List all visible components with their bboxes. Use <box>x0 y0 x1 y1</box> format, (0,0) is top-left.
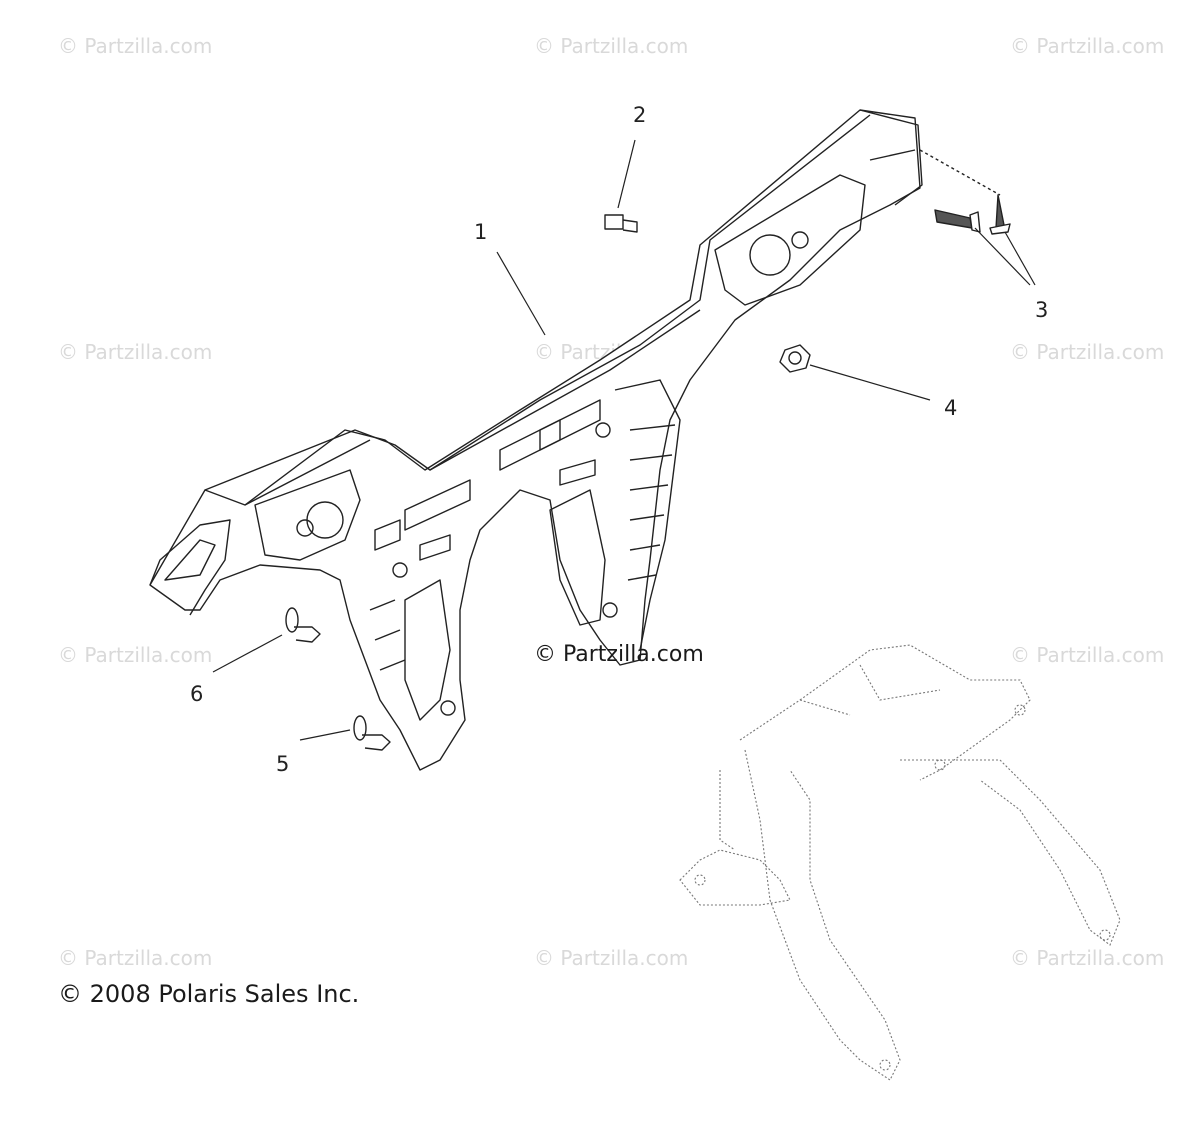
watermark: © Partzilla.com <box>58 643 213 667</box>
callout-5: 5 <box>276 752 290 776</box>
callout-1: 1 <box>474 220 488 244</box>
watermark: © Partzilla.com <box>58 946 213 970</box>
watermark: © Partzilla.com <box>58 340 213 364</box>
rack-main-body <box>149 109 923 771</box>
nut-part-4 <box>779 344 811 373</box>
leader-lines <box>212 139 1036 741</box>
watermark: © Partzilla.com <box>534 34 689 58</box>
callout-6: 6 <box>190 682 204 706</box>
callout-3: 3 <box>1035 298 1049 322</box>
center-watermark: © Partzilla.com <box>534 642 704 667</box>
callout-2: 2 <box>633 103 647 127</box>
screws-part-3 <box>919 149 1011 235</box>
push-pin-part-6 <box>285 607 321 643</box>
copyright-text: © 2008 Polaris Sales Inc. <box>58 980 360 1008</box>
watermark: © Partzilla.com <box>534 946 689 970</box>
callout-4: 4 <box>944 396 958 420</box>
bolt-part-2 <box>604 214 638 233</box>
watermark: © Partzilla.com <box>1010 946 1165 970</box>
ghost-rack-outline <box>679 644 1121 1081</box>
watermark: © Partzilla.com <box>1010 340 1165 364</box>
watermark: © Partzilla.com <box>58 34 213 58</box>
push-pin-part-5 <box>353 715 391 751</box>
watermark: © Partzilla.com <box>1010 643 1165 667</box>
watermark: © Partzilla.com <box>1010 34 1165 58</box>
